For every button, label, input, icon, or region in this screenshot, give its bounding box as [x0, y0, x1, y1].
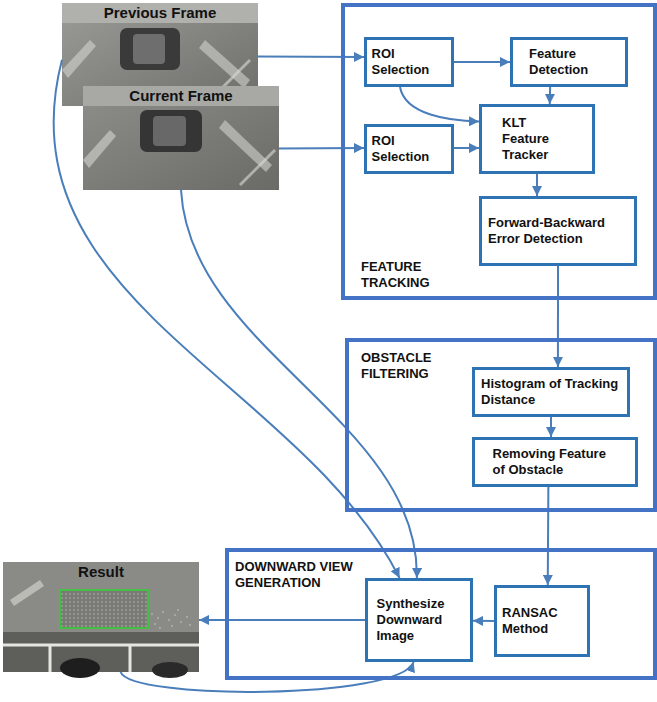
process-box: Feature Detection — [510, 37, 628, 87]
connector-arrow — [454, 147, 479, 149]
result-photo — [3, 562, 199, 678]
stage-panel: OBSTACLE FILTERING Histogram of Tracking … — [345, 338, 657, 512]
box-label: ROI Selection — [372, 133, 447, 165]
box-label: ROI Selection — [372, 46, 447, 78]
process-box: Synthesize Downward Image — [365, 578, 473, 662]
connector-arrow — [547, 487, 550, 585]
box-label: KLT Feature Tracker — [502, 115, 572, 163]
box-label: Synthesize Downward Image — [377, 596, 462, 644]
process-box: KLT Feature Tracker — [479, 104, 595, 174]
result-frame: Result — [3, 562, 199, 672]
connector-arrow — [557, 266, 559, 367]
panel-heading: OBSTACLE FILTERING — [361, 350, 451, 382]
box-label: RANSAC Method — [502, 605, 582, 637]
box-label: Feature Detection — [529, 46, 609, 78]
panel-heading: FEATURE TRACKING — [361, 259, 451, 291]
connector-arrow — [181, 190, 417, 578]
stage-panel: DOWNWARD VIEW GENERATION Synthesize Downw… — [225, 548, 657, 680]
frame-caption: Result — [3, 563, 199, 581]
panel-heading: DOWNWARD VIEW GENERATION — [235, 559, 359, 591]
camera-frame: Current Frame — [83, 86, 279, 190]
connector-arrow — [400, 87, 479, 122]
box-label: Forward-Backward Error Detection — [488, 215, 628, 247]
connector-arrow — [536, 174, 538, 196]
frame-caption: Current Frame — [83, 87, 279, 105]
current-frame-photo — [83, 86, 279, 190]
process-box: ROI Selection — [364, 124, 454, 174]
process-box: Histogram of Tracking Distance — [472, 367, 630, 417]
process-box: RANSAC Method — [494, 585, 590, 657]
process-box: ROI Selection — [364, 37, 454, 87]
process-box: Removing Feature of Obstacle — [472, 437, 638, 487]
frame-caption: Previous Frame — [62, 4, 258, 22]
connector-arrow — [454, 61, 510, 63]
stage-panel: FEATURE TRACKING ROI Selection Feature Det… — [341, 3, 657, 300]
connector-arrow — [199, 619, 365, 621]
connector-arrow — [550, 417, 552, 437]
box-label: Removing Feature of Obstacle — [493, 446, 618, 478]
box-label: Histogram of Tracking Distance — [481, 376, 621, 408]
connector-arrow — [549, 87, 551, 104]
connector-arrow — [258, 56, 364, 58]
connector-arrow — [279, 147, 364, 149]
process-box: Forward-Backward Error Detection — [479, 196, 637, 266]
connector-arrow — [473, 620, 494, 622]
